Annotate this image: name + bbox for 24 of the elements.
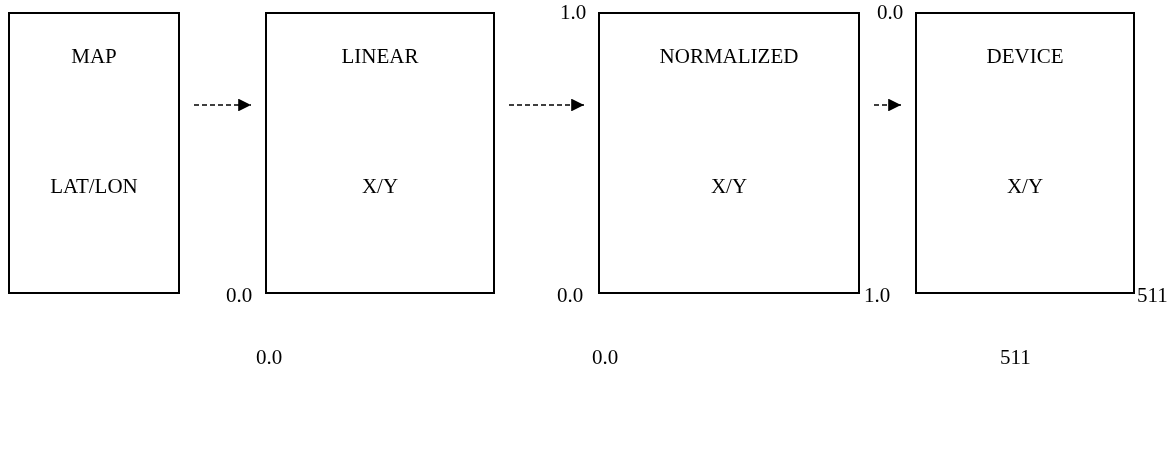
- axis-value: 1.0: [864, 283, 891, 308]
- coordinate-box: [265, 12, 495, 294]
- arrow: [873, 98, 902, 112]
- axis-value: 0.0: [256, 345, 283, 370]
- box-title: LINEAR: [341, 44, 419, 69]
- coordinate-label: X/Y: [710, 174, 748, 199]
- axis-value: 511: [1000, 345, 1031, 370]
- arrow: [193, 98, 252, 112]
- box-title: DEVICE: [986, 44, 1064, 69]
- axis-value: 511: [1137, 283, 1168, 308]
- axis-value: 0.0: [592, 345, 619, 370]
- box-title: NORMALIZED: [659, 44, 799, 69]
- coordinate-label: X/Y: [1006, 174, 1044, 199]
- axis-value: 0.0: [557, 283, 584, 308]
- coordinate-box: [8, 12, 180, 294]
- axis-value: 1.0: [560, 0, 587, 25]
- arrow: [508, 98, 585, 112]
- axis-value: 0.0: [226, 283, 253, 308]
- coordinate-box: [598, 12, 860, 294]
- coordinate-label: LAT/LON: [50, 174, 138, 199]
- axis-value: 0.0: [877, 0, 904, 25]
- coordinate-box: [915, 12, 1135, 294]
- box-title: MAP: [71, 44, 117, 69]
- coordinate-label: X/Y: [361, 174, 399, 199]
